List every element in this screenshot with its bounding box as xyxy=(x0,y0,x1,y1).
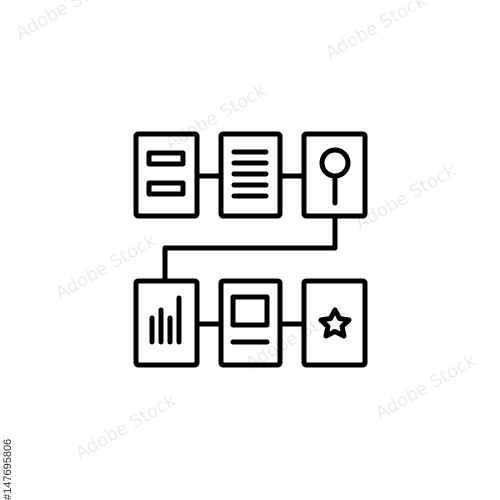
bar-chart-card xyxy=(133,278,200,368)
image-text-icon xyxy=(230,294,270,345)
search-card xyxy=(301,131,368,219)
watermark-mark: Adobe Stock xyxy=(72,390,180,465)
watermark-mark: Adobe Stock xyxy=(52,230,160,305)
workflow-flowchart-icon xyxy=(133,131,368,368)
watermark-layer: Adobe Stock Adobe Stock Adobe Stock Adob… xyxy=(12,0,480,464)
bar-chart-icon xyxy=(149,295,182,345)
form-fields-icon xyxy=(146,150,186,197)
watermark-mark: Adobe Stock xyxy=(162,80,270,155)
star-icon xyxy=(318,307,352,339)
favorite-card xyxy=(301,278,368,368)
watermark-mark: Adobe Stock xyxy=(322,0,430,64)
stock-id-label: #147695806 xyxy=(2,438,14,500)
media-page-card xyxy=(218,278,283,368)
text-lines-icon xyxy=(231,149,269,199)
magnifier-icon xyxy=(319,147,351,206)
text-document-card xyxy=(218,131,283,219)
connector-line xyxy=(162,213,338,284)
watermark-mark: Adobe Stock xyxy=(12,0,120,44)
watermark-mark: Adobe Stock xyxy=(352,160,460,235)
form-fields-card xyxy=(133,131,200,219)
watermark-mark: Adobe Stock xyxy=(372,350,480,425)
